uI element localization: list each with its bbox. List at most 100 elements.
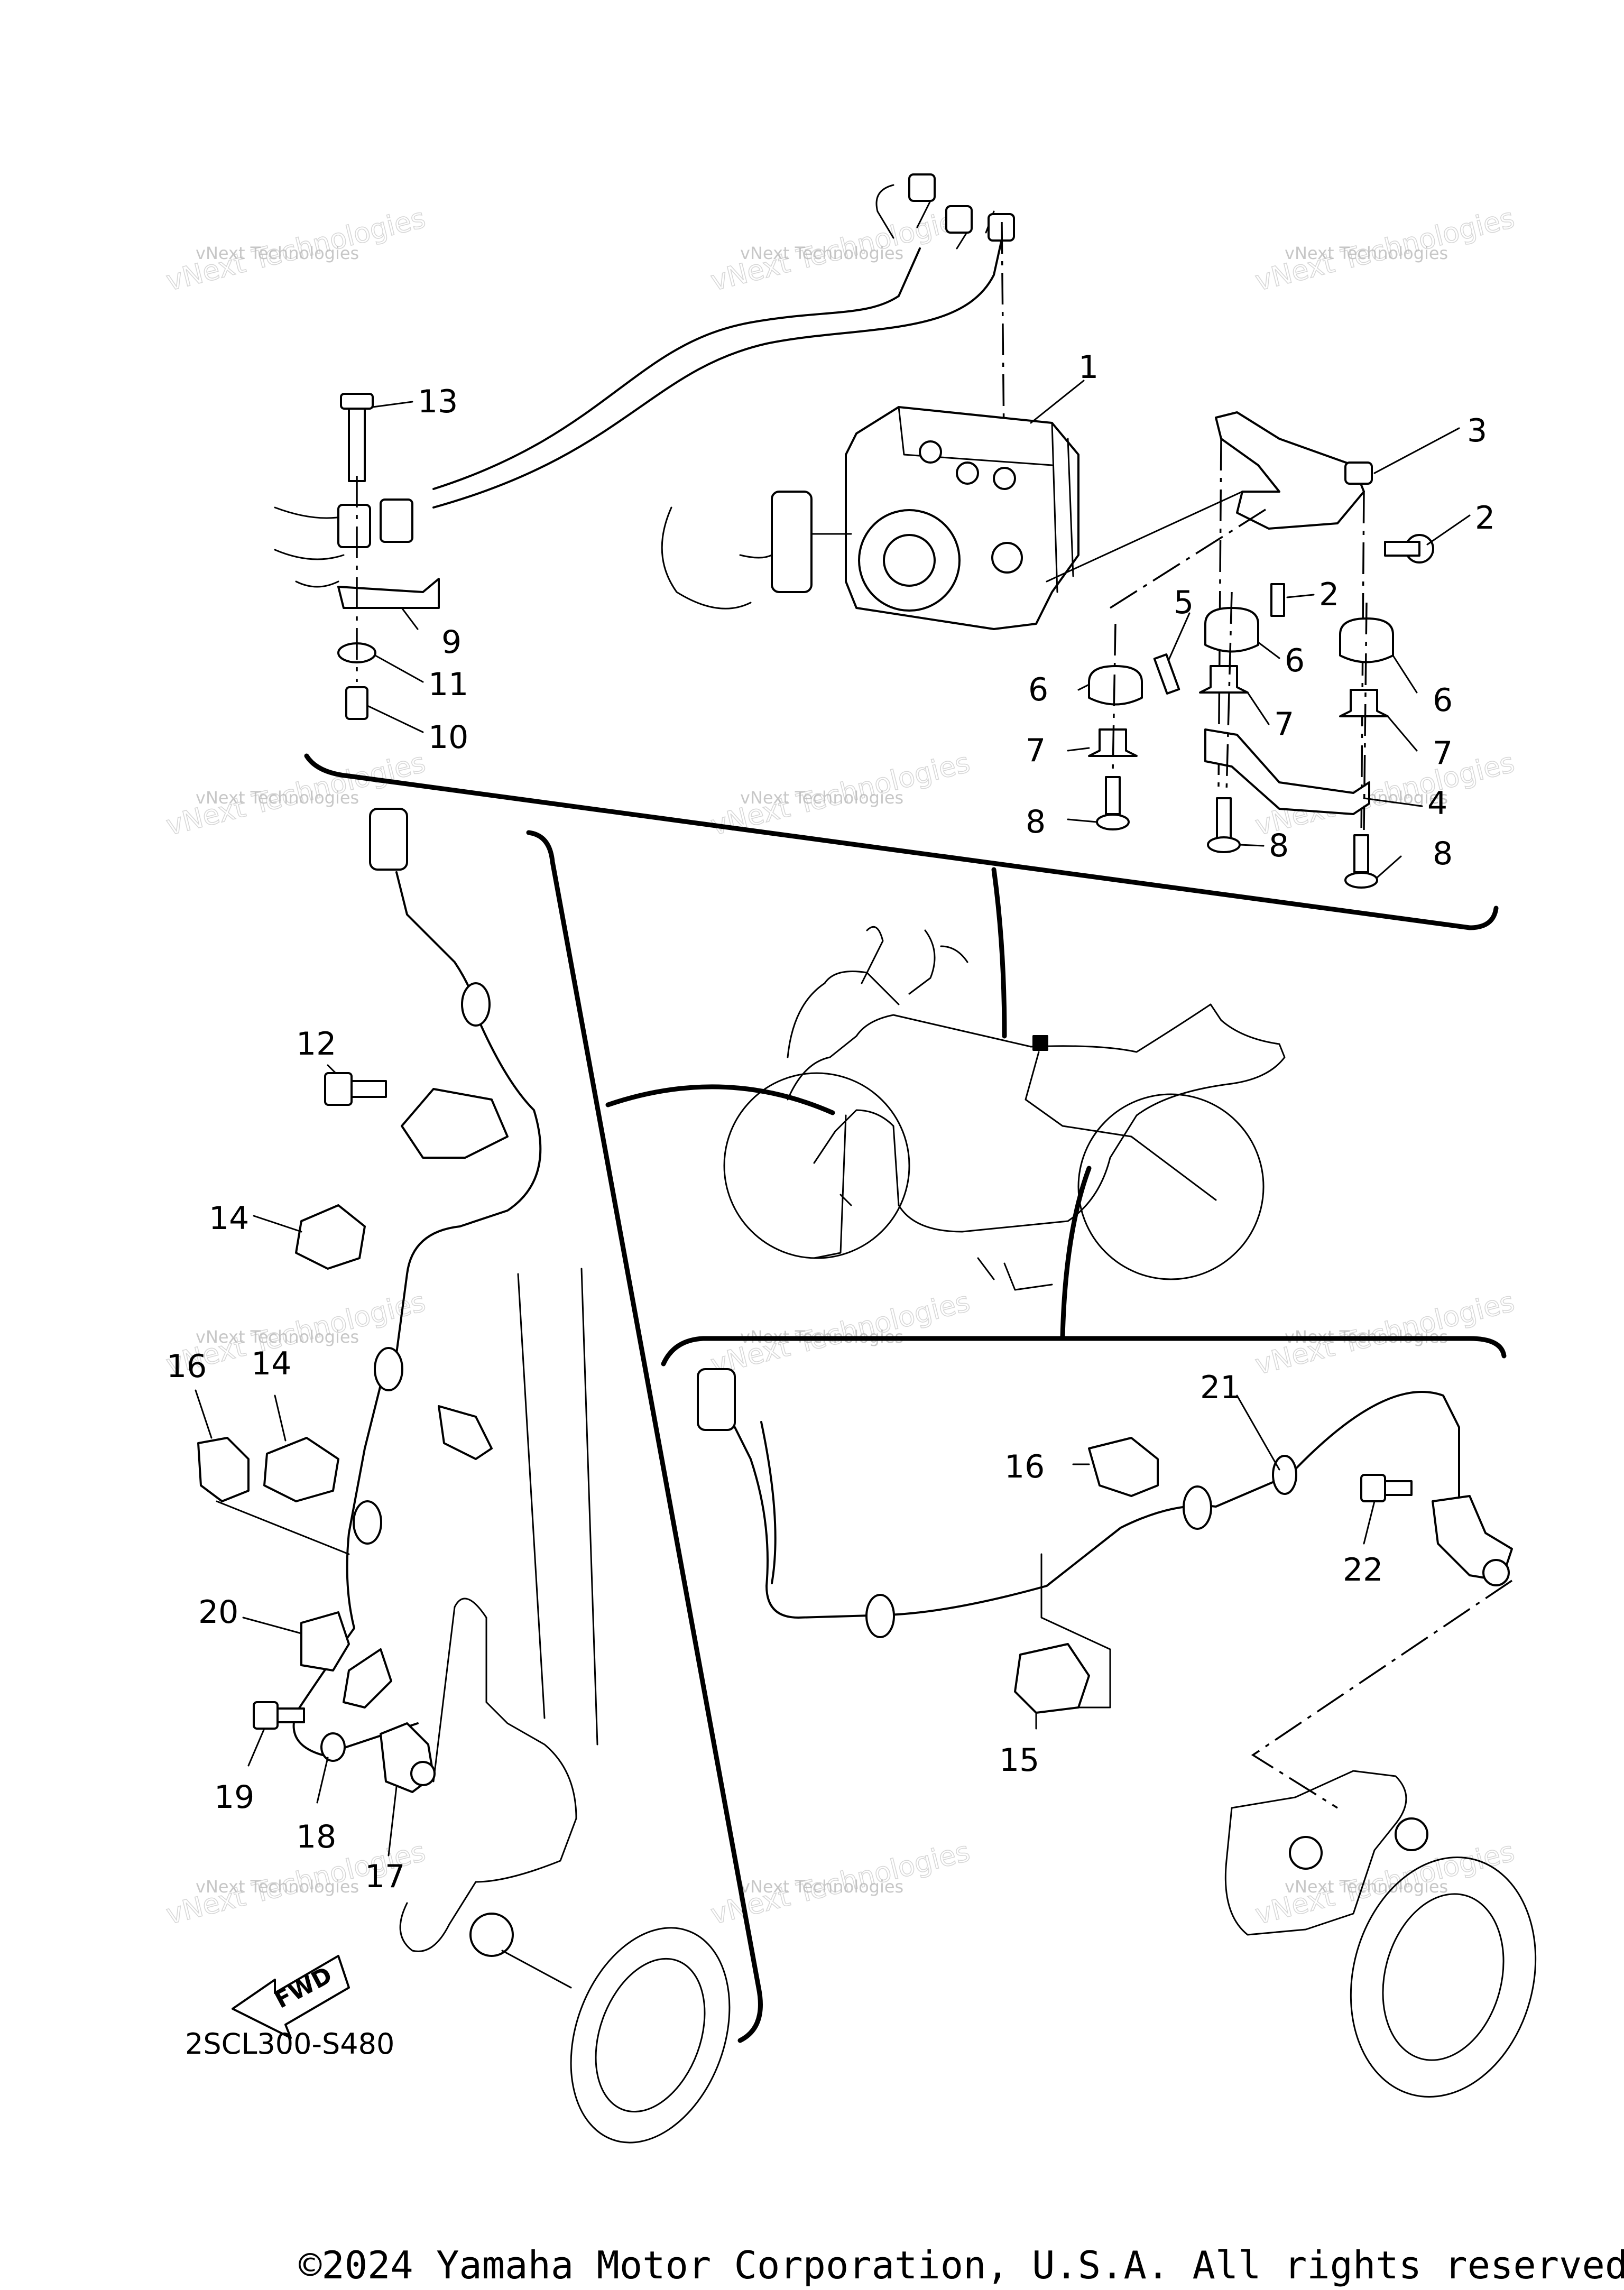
svg-text:vNext Technologies: vNext Technologies	[740, 243, 903, 263]
callout-16: 16	[1004, 1448, 1045, 1485]
guide-line	[1046, 491, 1243, 583]
rear-sensor-lead	[734, 1391, 1460, 1619]
bolt-19	[276, 1707, 305, 1723]
clamp-14	[263, 1437, 339, 1502]
clamp-16	[197, 1437, 250, 1502]
callout-8: 8	[1433, 835, 1453, 872]
svg-text:vNext Technologies: vNext Technologies	[196, 243, 359, 263]
stay-20	[343, 1648, 392, 1709]
sensor-connector	[697, 1368, 736, 1431]
bolt-22-head	[1360, 1474, 1386, 1502]
front-sensor-lead	[292, 871, 542, 1756]
callout-17: 17	[365, 1858, 405, 1895]
bolt-22	[1384, 1480, 1413, 1496]
front-wheel-harness	[813, 1114, 852, 1259]
brake-pipe	[432, 226, 1005, 509]
grommet	[461, 982, 491, 1027]
sensor-connector	[369, 808, 408, 871]
callout-7: 7	[1274, 706, 1294, 743]
bracket-9	[337, 578, 440, 609]
callout-3: 3	[1467, 412, 1487, 449]
callout-2: 2	[1475, 500, 1495, 537]
sensor-fitting	[438, 1405, 493, 1460]
sensor-tip	[410, 1761, 436, 1786]
rear-wheel-harness	[1025, 1051, 1217, 1201]
sensor-stay	[401, 1088, 509, 1159]
grommet	[353, 1500, 382, 1545]
grommet	[865, 1594, 895, 1638]
svg-text:vNext Technologies: vNext Technologies	[1285, 243, 1448, 263]
clamp-20	[300, 1611, 350, 1672]
callout-10: 10	[428, 719, 468, 756]
guide-line	[501, 1950, 572, 1989]
fwd-arrow: FWD	[232, 1955, 350, 2039]
front-sensor-rotor	[570, 1927, 731, 2144]
nut-3	[1344, 461, 1373, 485]
rear-caliper-bracket	[1224, 1770, 1407, 1936]
callout-4: 4	[1427, 785, 1447, 822]
callout-16: 16	[167, 1348, 207, 1385]
bolt-8-head	[1207, 836, 1241, 853]
rear-sensor-lead	[760, 1421, 777, 1584]
clamp-15	[1014, 1643, 1090, 1714]
leader-front	[605, 1084, 835, 1115]
abs-motor-cap	[883, 534, 936, 587]
grommet	[1272, 1455, 1297, 1495]
rear-sensor-rotor	[1350, 1857, 1537, 2098]
pipe-joint	[337, 504, 371, 548]
axle-hole	[1395, 1817, 1428, 1851]
callout-15: 15	[999, 1742, 1039, 1779]
frame-plate	[1040, 1553, 1111, 1709]
harness	[661, 506, 852, 610]
bolt-10	[345, 686, 368, 720]
pipe-joint	[380, 498, 413, 543]
port	[919, 440, 942, 464]
callout-19: 19	[214, 1779, 254, 1816]
copyright-notice: ©2024 Yamaha Motor Corporation, U.S.A. A…	[299, 2243, 1624, 2287]
rear-sensor-section	[697, 1368, 1537, 2098]
watermark: vNext Technologies vNext Technologies	[1252, 1286, 1518, 1381]
port	[956, 461, 979, 485]
guide-line	[216, 1500, 350, 1555]
axle	[469, 1913, 514, 1957]
clamp-16	[1088, 1437, 1159, 1497]
svg-text:vNext Technologies: vNext Technologies	[740, 788, 903, 808]
sensor-tip	[1482, 1559, 1510, 1586]
callout-14: 14	[209, 1200, 249, 1237]
collar-7	[1339, 689, 1389, 717]
bolt-8	[1353, 834, 1369, 873]
svg-text:vNext Technologies: vNext Technologies	[196, 1877, 359, 1897]
callout-22: 22	[1343, 1552, 1383, 1589]
watermark: vNext Technologies vNext Technologies	[163, 202, 429, 298]
watermark: vNext Technologies vNext Technologies	[1252, 202, 1518, 298]
front-sensor-rotor-inner	[595, 1957, 706, 2113]
callout-6: 6	[1433, 682, 1453, 719]
axle-hole	[1289, 1836, 1323, 1870]
callout-8: 8	[1269, 827, 1289, 864]
callout-12: 12	[296, 1026, 336, 1063]
bolt-8	[1216, 797, 1232, 839]
pipe-fitting	[945, 205, 973, 234]
callout-6: 6	[1285, 642, 1305, 679]
callout-8: 8	[1026, 804, 1046, 841]
brake-pipe	[875, 184, 995, 250]
callout-11: 11	[428, 666, 468, 703]
leader-lines	[195, 380, 1471, 1857]
guide-line	[1112, 592, 1368, 830]
callout-21: 21	[1200, 1369, 1240, 1406]
bracket-3	[1215, 411, 1365, 530]
bolt-19-head	[253, 1701, 279, 1730]
callout-13: 13	[418, 383, 458, 420]
hydraulic-unit-marker	[1032, 1035, 1048, 1051]
leader-rear	[1060, 1166, 1092, 1340]
front-fork	[399, 1598, 577, 1952]
callout-20: 20	[198, 1594, 238, 1631]
bolt-8	[1105, 776, 1121, 815]
bolt-8-head	[1344, 872, 1378, 889]
svg-text:vNext Technologies: vNext Technologies	[196, 788, 359, 808]
grommet	[374, 1347, 403, 1391]
callout-5: 5	[1174, 584, 1194, 621]
damper-6	[1204, 607, 1259, 653]
grommet	[1183, 1485, 1212, 1530]
